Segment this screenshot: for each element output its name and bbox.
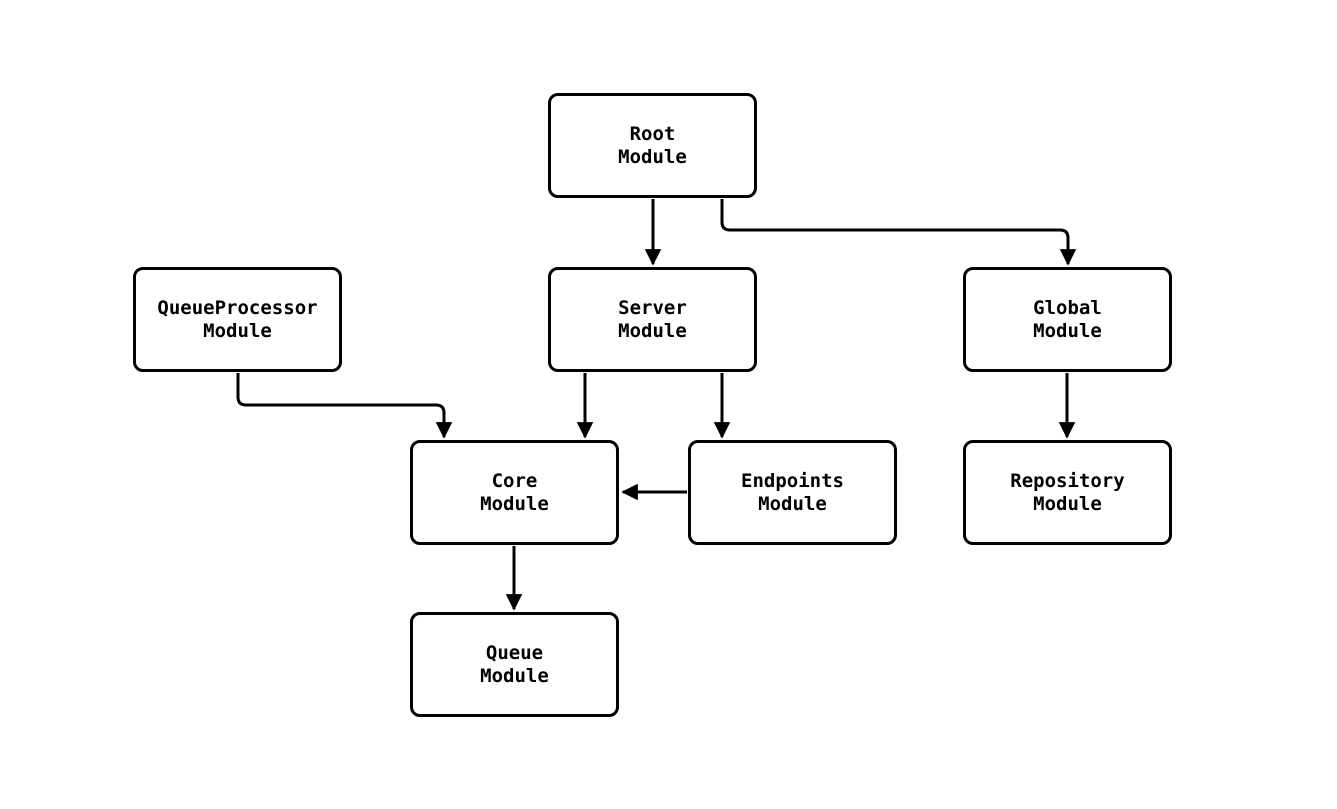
node-server-module-label: Server Module <box>618 296 687 342</box>
node-global-module: Global Module <box>963 267 1172 372</box>
node-core-module-label: Core Module <box>480 469 549 515</box>
node-root-module: Root Module <box>548 93 757 198</box>
node-global-module-label: Global Module <box>1033 296 1102 342</box>
edge-root-to-global <box>720 199 1077 266</box>
node-core-module: Core Module <box>410 440 619 545</box>
node-repository-module-label: Repository Module <box>1010 469 1125 515</box>
node-repository-module: Repository Module <box>963 440 1172 545</box>
edge-queueprocessor-to-core <box>236 373 453 439</box>
node-endpoints-module: Endpoints Module <box>688 440 897 545</box>
node-queueprocessor-module: QueueProcessor Module <box>133 267 342 372</box>
node-queue-module-label: Queue Module <box>480 641 549 687</box>
node-queueprocessor-module-label: QueueProcessor Module <box>157 296 318 342</box>
node-server-module: Server Module <box>548 267 757 372</box>
node-root-module-label: Root Module <box>618 122 687 168</box>
node-queue-module: Queue Module <box>410 612 619 717</box>
node-endpoints-module-label: Endpoints Module <box>741 469 844 515</box>
